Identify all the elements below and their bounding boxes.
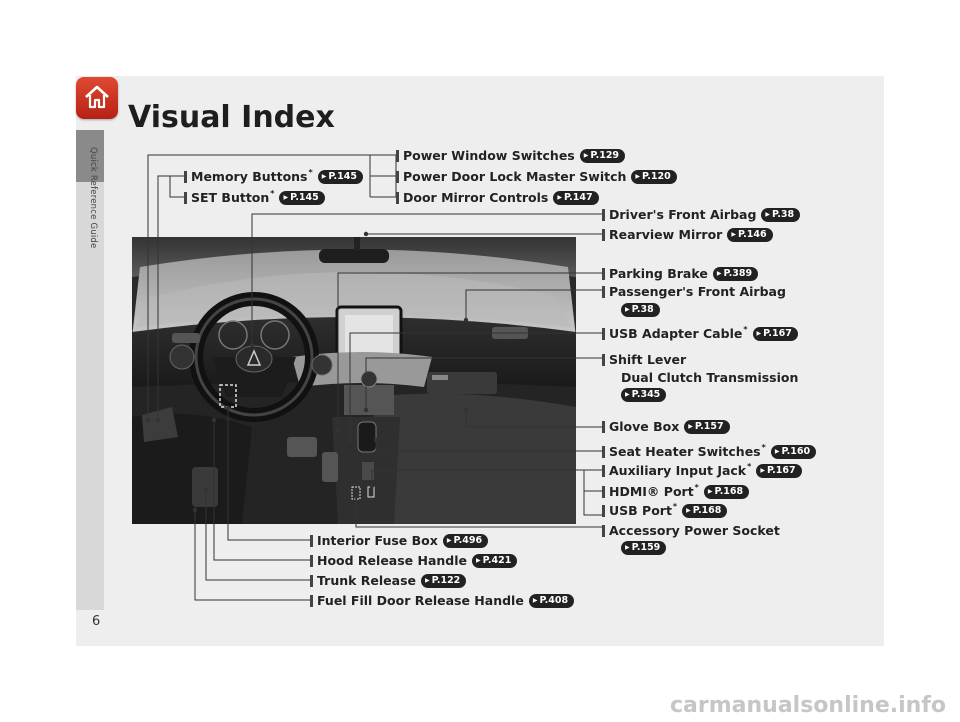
watermark: carmanualsonline.info: [670, 693, 946, 718]
page-ref-link[interactable]: P.167: [752, 327, 798, 341]
page-ref-link[interactable]: P.157: [684, 420, 730, 434]
callout-fuel-fill-door-release: Fuel Fill Door Release Handle P.408: [310, 593, 575, 609]
callout-shift-lever: Shift Lever: [602, 352, 686, 368]
page-ref-link[interactable]: P.145: [317, 170, 363, 184]
callout-hood-release-handle: Hood Release Handle P.421: [310, 553, 518, 569]
page-number: 6: [92, 614, 101, 629]
callout-power-door-lock: Power Door Lock Master Switch P.120: [396, 169, 677, 185]
dashboard-photo: [132, 237, 576, 524]
callout-interior-fuse-box: Interior Fuse Box P.496: [310, 533, 489, 549]
side-tab-marker: [76, 130, 104, 182]
page-ref-link[interactable]: P.345: [621, 388, 667, 402]
callout-door-mirror-controls: Door Mirror Controls P.147: [396, 190, 599, 206]
page-ref-link[interactable]: P.120: [631, 170, 677, 184]
page-ref-link[interactable]: P.145: [279, 191, 325, 205]
callout-rearview-mirror: Rearview Mirror P.146: [602, 227, 773, 243]
callout-trunk-release: Trunk Release P.122: [310, 573, 467, 589]
page-ref-link[interactable]: P.38: [761, 208, 801, 222]
page-ref-link[interactable]: P.122: [421, 574, 467, 588]
page-ref-link[interactable]: P.167: [756, 464, 802, 478]
callout-hdmi-port: HDMI® Port * P.168: [602, 483, 750, 500]
callout-parking-brake: Parking Brake P.389: [602, 266, 759, 282]
page-ref-link[interactable]: P.38: [621, 303, 660, 317]
callout-accessory-power-socket: Accessory Power Socket: [602, 523, 780, 539]
callout-passengers-front-airbag: Passenger's Front Airbag: [602, 284, 786, 300]
home-icon: [85, 85, 109, 109]
page-ref-link[interactable]: P.496: [442, 534, 489, 548]
callout-drivers-front-airbag: Driver's Front Airbag P.38: [602, 207, 801, 223]
page-ref-link[interactable]: P.129: [579, 149, 626, 163]
callout-usb-port: USB Port * P.168: [602, 502, 728, 519]
page-ref-link[interactable]: P.168: [703, 485, 750, 499]
page-title: Visual Index: [128, 100, 335, 135]
shift-lever-subtitle: Dual Clutch Transmission: [621, 370, 799, 385]
page-ref-link[interactable]: P.160: [770, 445, 817, 459]
callout-glove-box: Glove Box P.157: [602, 419, 730, 435]
side-tab: [76, 130, 104, 610]
home-button[interactable]: [76, 77, 118, 119]
side-label: Quick Reference Guide: [88, 147, 98, 249]
callout-auxiliary-input-jack: Auxiliary Input Jack * P.167: [602, 462, 802, 479]
page-ref-link[interactable]: P.168: [682, 504, 728, 518]
page-ref-link[interactable]: P.389: [712, 267, 759, 281]
page-ref-link[interactable]: P.147: [553, 191, 599, 205]
page-ref-link[interactable]: P.421: [472, 554, 518, 568]
callout-seat-heater-switches: Seat Heater Switches * P.160: [602, 443, 817, 460]
callout-usb-adapter-cable: USB Adapter Cable * P.167: [602, 325, 798, 342]
page-ref-link[interactable]: P.146: [727, 228, 773, 242]
page-ref-link[interactable]: P.408: [528, 594, 575, 608]
callout-set-button: SET Button * P.145: [184, 189, 325, 206]
callout-power-window-switches: Power Window Switches P.129: [396, 148, 626, 164]
callout-memory-buttons: Memory Buttons * P.145: [184, 168, 363, 185]
page-ref-link[interactable]: P.159: [621, 541, 667, 555]
